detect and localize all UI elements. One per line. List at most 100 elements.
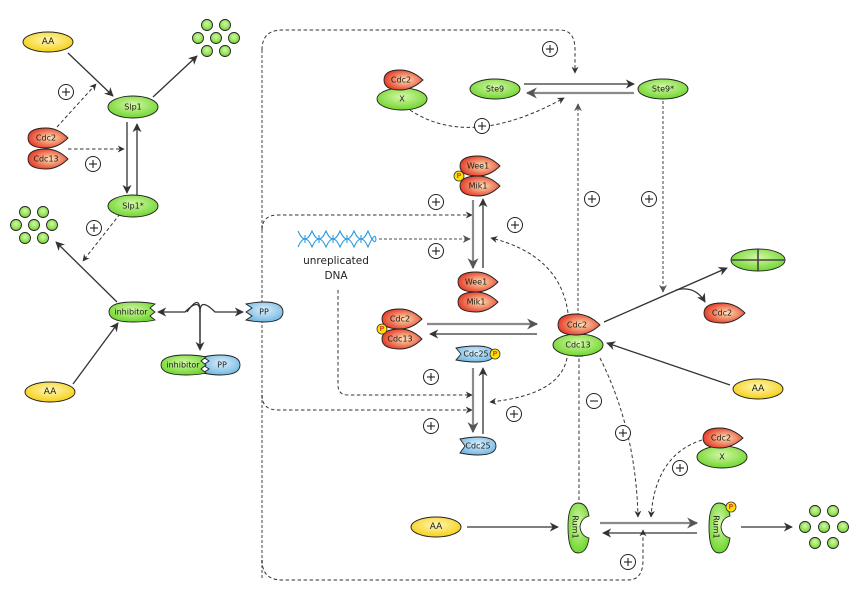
svg-text:P: P xyxy=(456,172,461,180)
edge-cdc2x-activates-ste9 xyxy=(409,97,565,128)
node-label: Rum1 xyxy=(571,515,580,538)
plus-sign xyxy=(423,418,439,434)
node-label: Cdc2 xyxy=(712,309,732,318)
node-cdc25-phospho[interactable]: Cdc25 P xyxy=(455,345,501,363)
node-cdc2-x-bottom[interactable]: X Cdc2 xyxy=(696,427,748,469)
node-ste9-star[interactable]: Ste9* xyxy=(637,78,689,100)
node-aa-bottom[interactable]: AA xyxy=(410,516,462,538)
node-wee1-mik1[interactable]: Wee1 Mik1 xyxy=(457,271,499,313)
node-label: AA xyxy=(430,522,443,532)
plus-sign xyxy=(507,217,523,233)
cdc13-label: Cdc13 xyxy=(33,155,58,164)
phospho-icon: P xyxy=(725,501,737,513)
edge-inhibitor-degradation xyxy=(55,241,118,303)
edge-slp1-degradation xyxy=(152,55,198,98)
node-cdc2-cdc13-active[interactable]: Cdc13 Cdc2 xyxy=(552,313,604,357)
svg-text:P: P xyxy=(728,503,733,511)
plus-sign xyxy=(584,191,600,207)
node-label: Cdc25 xyxy=(465,442,490,451)
dna-label-line1: unreplicated xyxy=(303,255,369,267)
edge-slp1star-activates-inhibitor-deg xyxy=(82,213,121,262)
degradation-products-icon xyxy=(799,505,849,549)
node-inhibitor-pp-complex[interactable]: inhibitor PP xyxy=(160,354,241,376)
plus-sign xyxy=(428,194,444,210)
cdc2-label: Cdc2 xyxy=(36,134,56,143)
dividing-cell-icon xyxy=(730,248,786,272)
plus-sign xyxy=(672,460,688,476)
edge-loop-activates-rum1-reverse xyxy=(261,529,647,581)
node-aa-right[interactable]: AA xyxy=(732,378,784,400)
plus-sign xyxy=(620,554,636,570)
node-cdc2-x-top[interactable]: X Cdc2 xyxy=(376,69,428,111)
plus-sign xyxy=(86,220,102,236)
edge-cdc2x-activates-rum1p xyxy=(647,439,703,518)
node-label: Rum1 xyxy=(712,515,721,538)
node-label: Slp1* xyxy=(122,202,143,211)
node-ste9[interactable]: Ste9 xyxy=(469,78,521,100)
plus-sign xyxy=(641,191,657,207)
node-label: AA xyxy=(44,387,57,397)
node-slp1[interactable]: Slp1 xyxy=(107,95,159,119)
node-label: Ste9 xyxy=(486,85,504,94)
node-slp1-star[interactable]: Slp1* xyxy=(107,194,159,218)
node-unreplicated-dna[interactable]: unreplicated DNA xyxy=(297,229,377,282)
dna-helix-icon xyxy=(297,229,377,249)
plus-sign xyxy=(474,118,490,134)
edge-dna-activates-cdc25 xyxy=(337,290,473,399)
mik1-label: Mik1 xyxy=(467,298,486,307)
dna-label-line2: DNA xyxy=(324,270,348,282)
inhibitor-label: inhibitor xyxy=(166,361,200,370)
node-label: PP xyxy=(259,308,269,317)
phospho-icon: P xyxy=(489,348,501,360)
minus-sign xyxy=(586,393,602,409)
plus-sign xyxy=(428,243,444,259)
edge-cdc2cdc13-activates-wee1p xyxy=(490,236,569,314)
node-cdc25[interactable]: Cdc25 xyxy=(459,436,497,456)
node-cdc2-free[interactable]: Cdc2 xyxy=(703,302,746,324)
pp-label: PP xyxy=(217,361,227,370)
node-cdc2-cdc13-phospho[interactable]: Cdc2 Cdc13 P xyxy=(376,308,423,350)
node-label: Slp1 xyxy=(124,103,141,112)
node-label: inhibitor xyxy=(114,308,148,317)
edge-loop-activates-ste9 xyxy=(261,29,579,74)
edge-aa-to-slp1 xyxy=(67,52,114,97)
edges xyxy=(55,29,793,581)
node-aa-top-left[interactable]: AA xyxy=(22,31,74,53)
node-cdc2-cdc13-left[interactable]: Cdc2 Cdc13 xyxy=(27,127,69,170)
edge-complex-split xyxy=(186,301,201,313)
node-inhibitor[interactable]: inhibitor xyxy=(108,301,156,323)
degradation-products-icon xyxy=(10,206,58,244)
edge-cdc2cdc13-activates-cdc25 xyxy=(489,357,568,405)
edge-to-inhibitor xyxy=(157,303,201,345)
edge-cdc2cdc13-to-division xyxy=(603,267,728,323)
cdc2-label: Cdc2 xyxy=(391,76,411,85)
cdc2-label: Cdc2 xyxy=(567,321,587,330)
node-wee1-mik1-phospho[interactable]: Wee1 Mik1 P xyxy=(453,155,501,197)
node-aa-bottom-left[interactable]: AA xyxy=(24,381,76,403)
edge-loop-activates-wee1 xyxy=(261,211,473,231)
svg-text:P: P xyxy=(492,350,497,358)
node-rum1-phospho[interactable]: Rum1 P xyxy=(708,501,737,554)
node-label: AA xyxy=(752,384,765,394)
node-label: Cdc25 xyxy=(463,350,488,359)
plus-sign xyxy=(58,84,74,100)
plus-sign xyxy=(615,425,631,441)
edge-to-pp xyxy=(199,303,244,317)
x-label: X xyxy=(399,95,405,104)
cdc2-label: Cdc2 xyxy=(711,434,731,443)
phospho-icon: P xyxy=(376,323,388,335)
wee1-label: Wee1 xyxy=(465,278,487,287)
edge-aa-to-inhibitor xyxy=(72,322,119,385)
phospho-icon: P xyxy=(453,170,465,182)
node-label: Ste9* xyxy=(652,85,674,94)
node-pp[interactable]: PP xyxy=(244,301,284,323)
node-rum1[interactable]: Rum1 xyxy=(567,502,590,554)
edge-loop-activates-cdc25 xyxy=(261,394,473,414)
edge-cdc2cdc13-activates-slp1-synthesis xyxy=(56,83,97,128)
regulation-signs xyxy=(58,41,688,570)
x-label: X xyxy=(719,453,725,462)
node-label: AA xyxy=(42,37,55,47)
plus-sign xyxy=(506,406,522,422)
